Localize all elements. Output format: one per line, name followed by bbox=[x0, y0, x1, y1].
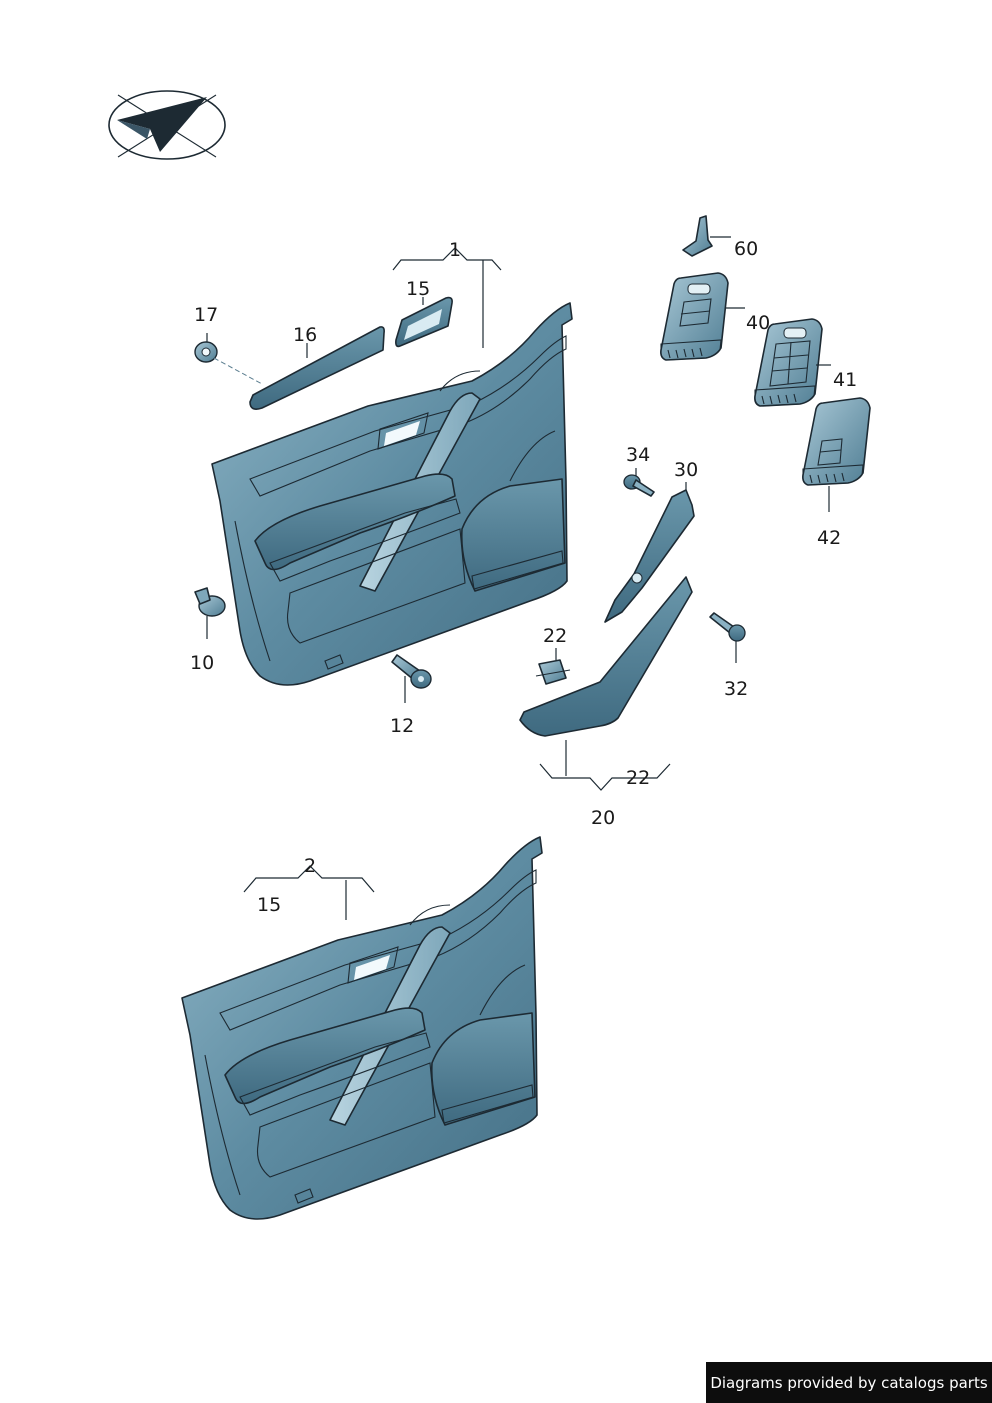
part-12-screw bbox=[391, 654, 432, 703]
part-15-handle-cover bbox=[395, 296, 453, 348]
door-panel-main bbox=[211, 302, 573, 686]
callout-42: 42 bbox=[817, 527, 842, 549]
part-32-screw bbox=[709, 612, 746, 663]
bracket-1 bbox=[392, 247, 502, 348]
callout-12: 12 bbox=[390, 715, 415, 737]
part-41-window-switch bbox=[754, 318, 823, 407]
callout-10: 10 bbox=[190, 652, 215, 674]
callout-20: 20 bbox=[591, 807, 616, 829]
part-10-push-clip bbox=[194, 587, 226, 639]
callout-34: 34 bbox=[626, 444, 651, 466]
bracket-2 bbox=[243, 865, 375, 920]
callout-41: 41 bbox=[833, 369, 858, 391]
footer-credit: Diagrams provided by catalogs parts bbox=[706, 1362, 992, 1403]
callout-30: 30 bbox=[674, 459, 699, 481]
part-30-bracket bbox=[604, 482, 695, 623]
part-34-screw bbox=[623, 468, 655, 497]
callout-22: 22 bbox=[543, 625, 568, 647]
callout-16: 16 bbox=[293, 324, 318, 346]
callout-15: 15 bbox=[406, 278, 431, 300]
callout-40: 40 bbox=[746, 312, 771, 334]
callout-2: 2 bbox=[304, 855, 317, 877]
callout-17: 17 bbox=[194, 304, 219, 326]
arrow-orientation-icon bbox=[108, 90, 226, 160]
part-17-clip bbox=[194, 333, 263, 385]
callout-60: 60 bbox=[734, 238, 759, 260]
callout-15-lower: 15 bbox=[257, 894, 282, 916]
part-20-lower-trim bbox=[519, 576, 693, 791]
part-22-clip bbox=[535, 648, 571, 685]
part-40-window-switch bbox=[660, 272, 729, 361]
door-panel-alternate bbox=[181, 836, 543, 1220]
part-42-window-switch bbox=[802, 397, 871, 486]
part-16-trim-strip bbox=[249, 326, 385, 410]
callout-1: 1 bbox=[449, 239, 462, 261]
part-60-clip bbox=[682, 215, 731, 257]
callout-22-lower: 22 bbox=[626, 767, 651, 789]
callout-32: 32 bbox=[724, 678, 749, 700]
